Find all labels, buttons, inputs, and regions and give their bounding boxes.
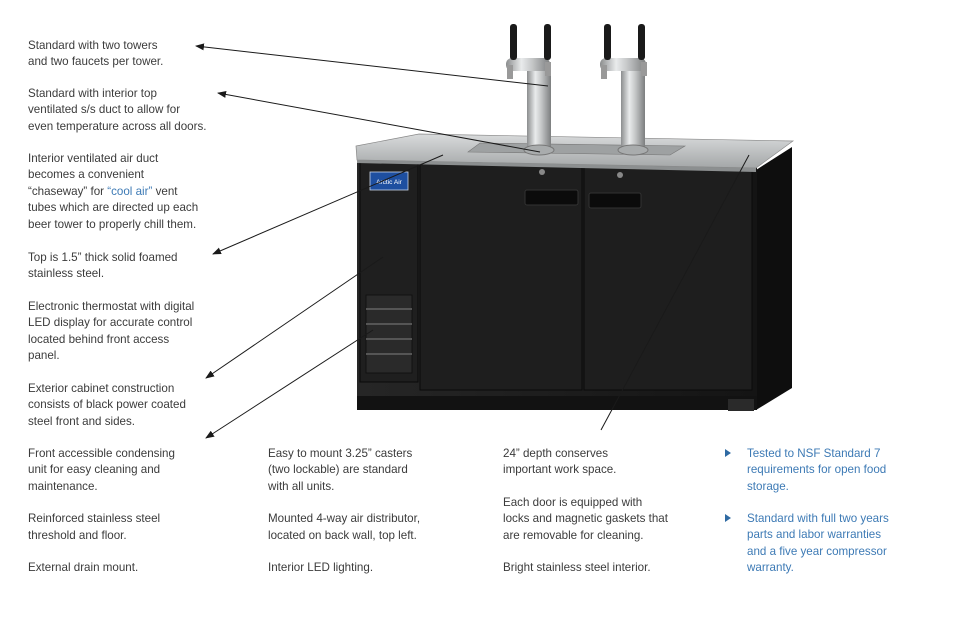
callout-exterior: Exterior cabinet construction consists o… <box>28 381 186 430</box>
cool-air-highlight: “cool air” <box>107 184 153 198</box>
lock-icon <box>539 169 545 175</box>
condenser-louvers <box>365 294 413 374</box>
callout-duct: Standard with interior top ventilated s/… <box>28 86 207 135</box>
feature-column-3: 24” depth conserves important work space… <box>503 446 668 576</box>
text-line: parts and labor warranties <box>747 528 882 542</box>
left-door-handle <box>524 189 579 206</box>
right-door-handle <box>588 192 642 209</box>
text-line: Front accessible condensing <box>28 447 175 460</box>
text-line: locks and magnetic gaskets that <box>503 512 668 526</box>
text-line: and a five year compressor <box>747 544 887 558</box>
feature-item: Front accessible condensing unit for eas… <box>28 446 175 495</box>
text-line: stainless steel. <box>28 267 105 281</box>
arrow-depth <box>600 154 750 431</box>
faucet-handle-icon <box>638 24 645 60</box>
text-segment: “chaseway” for <box>28 184 108 198</box>
text-line: Reinforced stainless steel <box>28 512 161 526</box>
arrow-exterior <box>205 329 374 439</box>
text-line: becomes a convenient <box>28 168 145 182</box>
feature-item: Mounted 4-way air distributor, located o… <box>268 511 420 544</box>
beer-tower-left <box>506 24 555 156</box>
text-segment: vent <box>152 184 178 198</box>
arrow-duct <box>217 90 541 153</box>
text-line: requirements for open food <box>747 463 887 477</box>
text-line: located on back wall, top left. <box>268 528 417 542</box>
text-line: maintenance. <box>28 479 98 493</box>
text-line: panel. <box>28 349 60 363</box>
arrow-thermostat <box>205 256 384 379</box>
cabinet-side <box>756 147 792 410</box>
text-line: Standard with two towers <box>28 39 158 52</box>
text-line: Standard with full two years <box>747 512 889 525</box>
feature-item: Interior LED lighting. <box>268 560 420 576</box>
callout-thermostat: Electronic thermostat with digital LED d… <box>28 299 194 365</box>
brand-logo: Arctic Air <box>369 171 409 191</box>
feature-item: Bright stainless steel interior. <box>503 560 668 576</box>
text-line: ventilated s/s duct to allow for <box>28 103 181 117</box>
bullet-nsf: Tested to NSF Standard 7 requirements fo… <box>747 446 886 495</box>
text-line: with all units. <box>268 479 335 493</box>
text-line: Standard with interior top <box>28 87 157 100</box>
feature-item: Easy to mount 3.25” casters (two lockabl… <box>268 446 420 495</box>
text-line: important work space. <box>503 463 617 477</box>
arrow-top <box>212 154 444 255</box>
bullet-warranty: Standard with full two years parts and l… <box>747 511 889 577</box>
text-line: Exterior cabinet construction <box>28 382 175 395</box>
text-line: located behind front access <box>28 332 170 346</box>
text-line: Interior LED lighting. <box>268 561 374 575</box>
text-line: Interior ventilated air duct <box>28 152 159 165</box>
text-line: External drain mount. <box>28 561 139 575</box>
text-line: Bright stainless steel interior. <box>503 561 651 575</box>
cabinet-front <box>357 158 757 411</box>
callout-top: Top is 1.5” thick solid foamed stainless… <box>28 250 178 283</box>
feature-item: Each door is equipped with locks and mag… <box>503 495 668 544</box>
text-line: storage. <box>747 479 789 493</box>
text-line: Easy to mount 3.25” casters <box>268 447 413 460</box>
text-line: tubes which are directed up each <box>28 201 199 215</box>
arrow-towers <box>195 43 549 87</box>
text-line: consists of black power coated <box>28 398 186 412</box>
text-line: “chaseway” for “cool air” vent <box>28 184 198 200</box>
caster <box>728 399 754 411</box>
beer-tower-right <box>600 24 649 156</box>
faucet-handle-icon <box>604 24 611 60</box>
text-line: are removable for cleaning. <box>503 528 644 542</box>
text-line: Tested to NSF Standard 7 <box>747 447 881 460</box>
text-line: Mounted 4-way air distributor, <box>268 512 421 526</box>
brand-logo-text: Arctic Air <box>376 179 402 186</box>
bullet-triangle-icon <box>725 514 731 522</box>
text-line: (two lockable) are standard <box>268 463 408 477</box>
feature-item: 24” depth conserves important work space… <box>503 446 668 479</box>
stainless-top <box>355 133 795 172</box>
text-line: beer tower to properly chill them. <box>28 217 197 231</box>
feature-column-1: Front accessible condensing unit for eas… <box>28 446 175 576</box>
text-line: and two faucets per tower. <box>28 55 164 69</box>
text-line: warranty. <box>747 561 794 575</box>
bullet-triangle-icon <box>725 449 731 457</box>
faucet-handle-icon <box>510 24 517 60</box>
feature-column-2: Easy to mount 3.25” casters (two lockabl… <box>268 446 420 576</box>
callout-chaseway: Interior ventilated air duct becomes a c… <box>28 151 198 233</box>
text-line: Each door is equipped with <box>503 495 643 509</box>
text-line: Electronic thermostat with digital <box>28 300 195 313</box>
callout-towers: Standard with two towers and two faucets… <box>28 38 163 71</box>
lock-icon <box>617 172 623 178</box>
text-line: Top is 1.5” thick solid foamed <box>28 251 178 264</box>
text-line: steel front and sides. <box>28 414 135 428</box>
feature-item: Reinforced stainless steel threshold and… <box>28 511 175 544</box>
text-line: threshold and floor. <box>28 528 127 542</box>
text-line: unit for easy cleaning and <box>28 463 161 477</box>
callout-arrows <box>195 43 750 439</box>
text-line: even temperature across all doors. <box>28 119 207 133</box>
faucet-handle-icon <box>544 24 551 60</box>
text-line: LED display for accurate control <box>28 316 193 330</box>
text-line: 24” depth conserves <box>503 447 609 460</box>
feature-item: External drain mount. <box>28 560 175 576</box>
